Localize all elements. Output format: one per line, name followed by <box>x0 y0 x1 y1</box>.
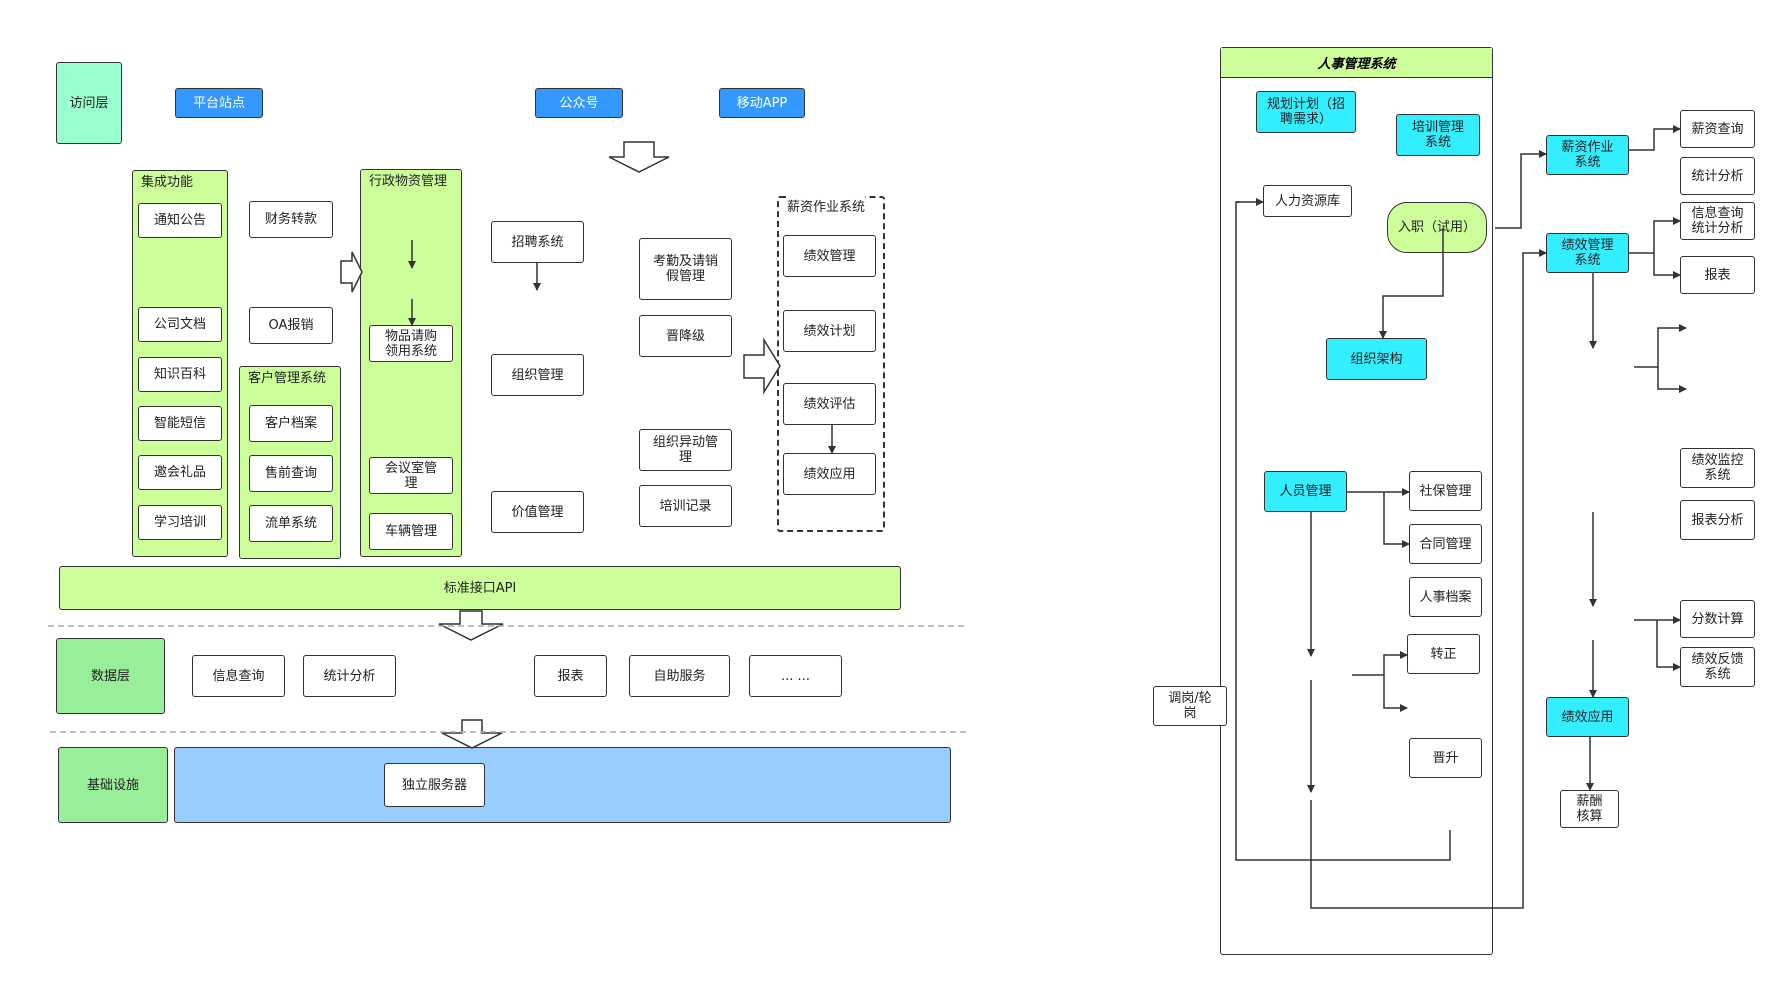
salary-query-node[interactable]: 薪资查询 <box>1680 110 1755 148</box>
plan-node[interactable]: 规划计划（招 聘需求） <box>1256 91 1356 133</box>
org-manage-node[interactable]: 组织管理 <box>491 354 584 396</box>
admin-container: 行政物资管理 <box>360 169 462 557</box>
oa-reimburse-node[interactable]: OA报销 <box>249 307 333 344</box>
promote-node[interactable]: 晋升 <box>1409 738 1482 778</box>
staff-manage-node[interactable]: 人员管理 <box>1264 471 1347 512</box>
attendance-node[interactable]: 考勤及请销 假管理 <box>639 238 732 300</box>
regularize-node[interactable]: 转正 <box>1407 634 1480 674</box>
integration-item[interactable]: 智能短信 <box>138 406 222 441</box>
integration-item[interactable]: 通知公告 <box>138 203 222 238</box>
infra-label: 基础设施 <box>58 747 168 823</box>
report-analysis-node[interactable]: 报表分析 <box>1680 500 1755 540</box>
infra-panel <box>174 747 951 823</box>
salary-work-node[interactable]: 薪资作业 系统 <box>1546 135 1629 175</box>
perf-apply-node[interactable]: 绩效应用 <box>1546 697 1629 737</box>
integration-item[interactable]: 知识百科 <box>138 357 222 392</box>
integration-title: 集成功能 <box>141 175 194 190</box>
admin-title: 行政物资管理 <box>369 174 448 189</box>
report-node[interactable]: 报表 <box>1680 256 1755 294</box>
server-node[interactable]: 独立服务器 <box>384 763 485 807</box>
pay-calc-node[interactable]: 薪酬 核算 <box>1560 790 1619 828</box>
org-change-node[interactable]: 组织异动管 理 <box>639 429 732 471</box>
crm-item[interactable]: 客户档案 <box>249 405 333 442</box>
transfer-node[interactable]: 调岗/轮 岗 <box>1153 686 1227 726</box>
data-item[interactable]: 自助服务 <box>629 655 730 697</box>
perf-feedback-node[interactable]: 绩效反馈 系统 <box>1680 647 1755 687</box>
training-system-node[interactable]: 培训管理 系统 <box>1396 114 1480 156</box>
data-item[interactable]: ... ... <box>749 655 842 697</box>
stats-node[interactable]: 统计分析 <box>1680 157 1755 195</box>
perf-system-node[interactable]: 绩效管理 系统 <box>1546 233 1629 273</box>
onboard-node[interactable]: 入职（试用） <box>1387 202 1487 253</box>
integration-item[interactable]: 学习培训 <box>138 505 222 540</box>
finance-transfer-node[interactable]: 财务转款 <box>249 201 333 238</box>
access-layer-label: 访问层 <box>56 62 122 144</box>
contract-node[interactable]: 合同管理 <box>1409 524 1482 564</box>
integration-item[interactable]: 邀会礼品 <box>138 455 222 490</box>
hr-system-title: 人事管理系统 <box>1221 48 1492 78</box>
social-security-node[interactable]: 社保管理 <box>1409 471 1482 511</box>
crm-item[interactable]: 售前查询 <box>249 455 333 492</box>
admin-item[interactable]: 会议室管 理 <box>369 457 453 494</box>
official-account-node[interactable]: 公众号 <box>535 88 623 118</box>
score-calc-node[interactable]: 分数计算 <box>1680 600 1755 638</box>
org-structure-node[interactable]: 组织架构 <box>1326 338 1427 380</box>
data-item[interactable]: 统计分析 <box>303 655 396 697</box>
value-manage-node[interactable]: 价值管理 <box>491 491 584 533</box>
crm-title: 客户管理系统 <box>248 371 327 386</box>
admin-item[interactable]: 物品请购 领用系统 <box>369 325 453 362</box>
hr-db-node[interactable]: 人力资源库 <box>1263 185 1352 217</box>
admin-item[interactable]: 车辆管理 <box>369 513 453 550</box>
api-bar: 标准接口API <box>59 566 901 610</box>
personnel-file-node[interactable]: 人事档案 <box>1409 577 1482 617</box>
salary-system-title: 薪资作业系统 <box>787 196 866 215</box>
salary-system-item[interactable]: 绩效应用 <box>783 453 876 495</box>
salary-system-item[interactable]: 绩效管理 <box>783 235 876 277</box>
info-stats-node[interactable]: 信息查询 统计分析 <box>1680 202 1755 240</box>
promotion-node[interactable]: 晋降级 <box>639 315 732 357</box>
salary-system-item[interactable]: 绩效评估 <box>783 383 876 425</box>
data-layer-label: 数据层 <box>56 638 165 714</box>
crm-item[interactable]: 流单系统 <box>249 505 333 542</box>
training-record-node[interactable]: 培训记录 <box>639 485 732 527</box>
mobile-app-node[interactable]: 移动APP <box>719 88 805 118</box>
recruit-node[interactable]: 招聘系统 <box>491 221 584 263</box>
data-item[interactable]: 信息查询 <box>192 655 285 697</box>
salary-system-item[interactable]: 绩效计划 <box>783 310 876 352</box>
platform-site-node[interactable]: 平台站点 <box>175 88 263 118</box>
integration-item[interactable]: 公司文档 <box>138 307 222 342</box>
perf-monitor-node[interactable]: 绩效监控 系统 <box>1680 448 1755 488</box>
data-item[interactable]: 报表 <box>534 655 607 697</box>
